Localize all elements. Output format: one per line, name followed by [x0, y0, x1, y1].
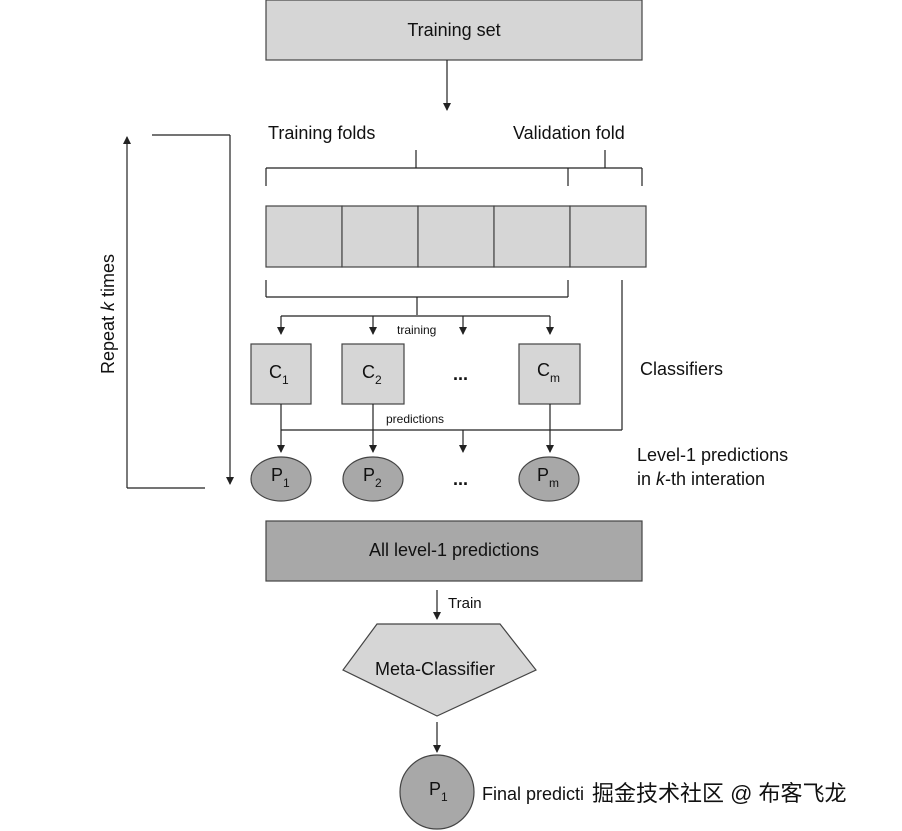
- watermark-backing: [590, 776, 880, 806]
- fold-3: [417, 205, 495, 268]
- classifier-ellipsis: ...: [453, 364, 468, 384]
- classifier-1-box: [250, 343, 312, 405]
- folds-bracket-bottom: [265, 280, 569, 315]
- final-node-label: P1: [429, 779, 448, 804]
- meta-classifier-shape: [342, 623, 537, 717]
- prediction-1-label: P1: [271, 465, 290, 490]
- training-set-label: Training set: [407, 20, 500, 40]
- final-node: [399, 754, 475, 830]
- level1-label-line2: in k-th interation: [637, 469, 765, 489]
- training-label: training: [397, 323, 436, 337]
- train-label: Train: [448, 595, 482, 612]
- all-level1-box: [265, 520, 643, 582]
- classifiers-label: Classifiers: [640, 359, 723, 379]
- validation-fold-label: Validation fold: [513, 123, 625, 143]
- prediction-2-label: P2: [363, 465, 382, 490]
- prediction-ellipsis: ...: [453, 469, 468, 489]
- fold-1: [265, 205, 343, 268]
- all-level1-label: All level-1 predictions: [369, 540, 539, 560]
- classifier-2-label: C2: [362, 362, 382, 387]
- prediction-1-node: [250, 456, 312, 502]
- meta-classifier-label: Meta-Classifier: [375, 659, 495, 679]
- repeat-label: Repeat k times: [98, 254, 118, 374]
- classifier-2-box: [341, 343, 405, 405]
- prediction-m-node: [518, 456, 580, 502]
- fold-2: [341, 205, 419, 268]
- prediction-m-label: Pm: [537, 465, 559, 490]
- prediction-2-node: [342, 456, 404, 502]
- fold-4: [493, 205, 571, 268]
- watermark: 掘金技术社区 @ 布客飞龙: [592, 781, 847, 806]
- training-folds-label: Training folds: [268, 123, 375, 143]
- repeat-loop: [123, 134, 234, 489]
- predictions-label: predictions: [386, 412, 444, 426]
- training-set-box: [265, 0, 643, 61]
- folds-bracket-top: [265, 150, 643, 186]
- fold-validation: [569, 205, 647, 268]
- level1-label-line1: Level-1 predictions: [637, 445, 788, 465]
- classifier-m-box: [518, 343, 581, 405]
- training-distribution: [277, 315, 554, 335]
- final-prediction-label: Final predicti: [482, 784, 584, 804]
- classifier-m-label: Cm: [537, 360, 560, 385]
- classifier-1-label: C1: [269, 362, 289, 387]
